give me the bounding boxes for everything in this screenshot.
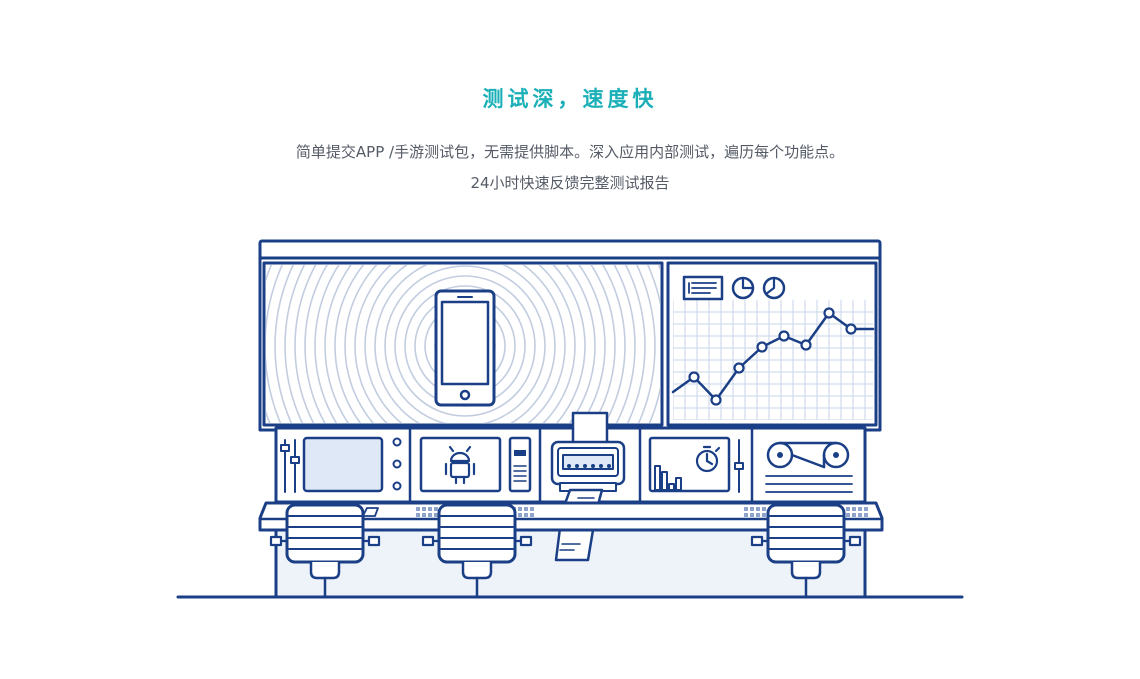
section-title: 测试深，速度快 <box>482 87 658 111</box>
description-line-1: 简单提交APP /手游测试包，无需提供脚本。深入应用内部测试，遍历每个功能点。 <box>295 143 845 161</box>
pie-chart-icon <box>762 276 786 300</box>
tape-reel-icon <box>766 441 850 469</box>
chair-icon <box>421 503 533 599</box>
signal-ring <box>284 265 646 423</box>
printer-machine <box>550 411 626 492</box>
description-line-2: 24小时快速反馈完整测试报告 <box>470 174 670 192</box>
desk-top <box>258 501 884 532</box>
android-icon <box>444 445 476 485</box>
smartphone-icon <box>434 289 496 407</box>
slider-switch <box>508 436 532 493</box>
slider-controls <box>280 439 300 493</box>
signal-ring <box>324 265 606 423</box>
mini-bar-chart <box>654 465 682 491</box>
signal-ring <box>334 265 596 423</box>
knob <box>392 437 402 447</box>
knob <box>392 481 402 491</box>
signal-ring <box>394 275 536 417</box>
signal-ring <box>384 265 546 423</box>
slider-control <box>734 439 744 493</box>
signal-ring <box>354 265 576 423</box>
signal-ring <box>304 265 626 423</box>
chair-icon <box>750 503 862 599</box>
signal-ring <box>374 265 556 423</box>
monitor-display <box>302 436 384 493</box>
chair-icon <box>269 503 381 599</box>
trend-line <box>671 307 875 406</box>
report-card-icon <box>682 275 724 301</box>
stopwatch-icon <box>695 445 721 473</box>
signal-ring <box>364 265 566 423</box>
signal-ring <box>344 265 586 423</box>
signal-ring <box>314 265 616 423</box>
knob <box>392 459 402 469</box>
signal-ring <box>274 265 656 423</box>
pie-chart-icon <box>731 276 755 300</box>
signal-ring <box>294 265 636 423</box>
